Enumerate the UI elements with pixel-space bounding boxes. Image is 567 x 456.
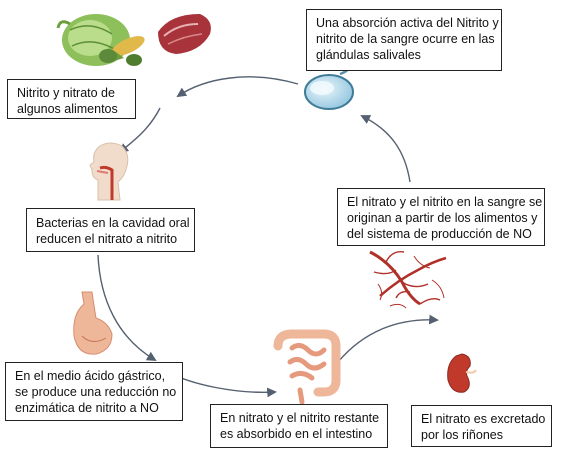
box-line: Nitrito y nitrato de	[17, 86, 115, 100]
blood-origin-box: El nitrato y el nitrito en la sangre se …	[337, 188, 545, 246]
kidney-excretion-box: El nitrato es excretado por los riñones	[411, 405, 552, 447]
box-line: por los riñones	[421, 428, 503, 442]
meat-icon	[158, 14, 211, 54]
vegetables-icon	[56, 14, 145, 66]
blood-vessels-icon	[369, 250, 447, 309]
box-line: algunos alimentos	[17, 102, 118, 116]
box-line: El nitrato es excretado	[421, 412, 546, 426]
box-line: enzimática de nitrito a NO	[15, 401, 159, 415]
box-line: es absorbido en el intestino	[220, 427, 373, 441]
food-sources-box: Nitrito y nitrato de algunos alimentos	[7, 79, 136, 119]
arrow-oral-to-stomach	[97, 254, 157, 362]
box-line: se produce una reducción no	[15, 385, 177, 399]
arrow-blood-to-gland	[360, 115, 411, 183]
kidney-icon	[447, 353, 477, 393]
box-line: Bacterias en la cavidad oral	[36, 216, 190, 230]
arrow-intestine-to-kidney	[337, 314, 439, 363]
head-throat-icon	[89, 142, 129, 201]
box-line: El nitrato y el nitrito en la sangre se	[347, 195, 543, 209]
arrow-gland-to-foods	[176, 76, 299, 98]
box-line: nitrito de la sangre ocurre en las	[316, 32, 495, 46]
box-line: reducen el nitrato a nitrito	[36, 232, 178, 246]
salivary-absorption-box: Una absorción activa del Nitrito y nitri…	[306, 9, 502, 71]
intestine-absorption-box: En nitrato y el nitrito restante es abso…	[210, 404, 388, 448]
stomach-icon	[73, 291, 113, 355]
box-line: Una absorción activa del Nitrito y	[316, 16, 499, 30]
box-line: del sistema de producción de NO	[347, 227, 532, 241]
box-line: glándulas salivales	[316, 48, 421, 62]
oral-bacteria-box: Bacterias en la cavidad oral reducen el …	[26, 208, 195, 252]
box-line: originan a partir de los alimentos y	[347, 211, 538, 225]
gastric-reduction-box: En el medio ácido gástrico, se produce u…	[5, 362, 183, 421]
salivary-gland-icon	[304, 54, 361, 110]
box-line: En nitrato y el nitrito restante	[220, 411, 380, 425]
intestine-icon	[273, 329, 341, 405]
box-line: En el medio ácido gástrico,	[15, 369, 166, 383]
